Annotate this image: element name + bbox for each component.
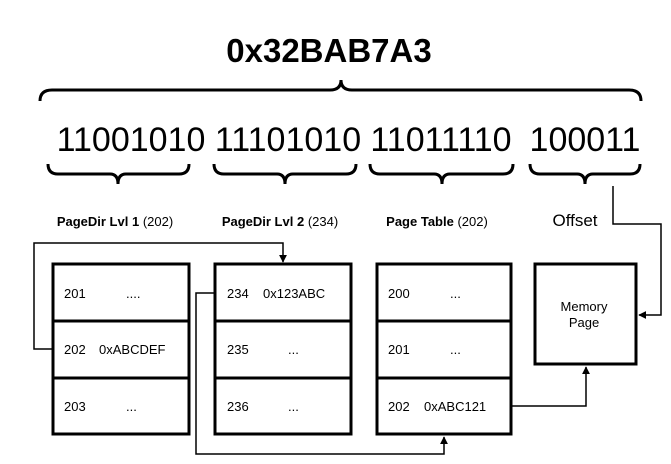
table-pagedir1: 201 .... 202 0xABCDEF 203 ... [51,262,191,436]
pd2-row3-value: ... [288,399,299,414]
pt-row2-value: ... [450,342,461,357]
bits-pagedir2: 11101010 [215,121,361,159]
pt-row2-index: 201 [388,342,410,357]
pd1-row1-index: 201 [64,286,86,301]
pd1-row2-value: 0xABCDEF [99,342,166,357]
address-brace [38,79,643,102]
pt-row3-value: 0xABC121 [424,399,486,414]
label-pagetable: Page Table (202) [386,214,488,229]
brace-pagedir1 [46,163,191,185]
pd2-row3-index: 236 [227,399,249,414]
table-pagedir2: 234 0x123ABC 235 ... 236 ... [213,262,353,436]
label-pagedir1: PageDir Lvl 1 (202) [57,214,173,229]
bits-offset: 100011 [530,121,641,159]
brace-offset [528,163,642,185]
pd1-row2-index: 202 [64,342,86,357]
pd2-row2-index: 235 [227,342,249,357]
arrow-offset-to-memory [612,186,662,319]
pt-row1-value: ... [450,286,461,301]
brace-pagetable [368,163,515,185]
pt-row1-index: 200 [388,286,410,301]
pd1-row3-index: 203 [64,399,86,414]
arrow-pd2-to-pt [195,292,448,455]
pd2-row1-value: 0x123ABC [263,286,325,301]
pd2-row1-index: 234 [227,286,249,301]
pd2-row2-value: ... [288,342,299,357]
memory-page-line2: Page [569,315,599,330]
memory-page-line1: Memory [561,299,608,314]
brace-pagedir2 [212,163,358,185]
bits-pagetable: 11011110 [370,121,511,159]
label-pagedir2: PageDir Lvl 2 (234) [222,214,338,229]
pd1-row3-value: ... [126,399,137,414]
arrow-pd1-to-pd2 [33,242,287,350]
pt-row3-index: 202 [388,399,410,414]
bits-pagedir1: 11001010 [57,121,206,159]
label-offset: Offset [552,211,597,230]
memory-page-box: Memory Page [533,262,638,366]
virtual-address: 0x32BAB7A3 [226,32,431,69]
arrow-pt-to-memory [511,366,590,407]
pd1-row1-value: .... [126,286,140,301]
table-pagetable: 200 ... 201 ... 202 0xABC121 [375,262,513,436]
